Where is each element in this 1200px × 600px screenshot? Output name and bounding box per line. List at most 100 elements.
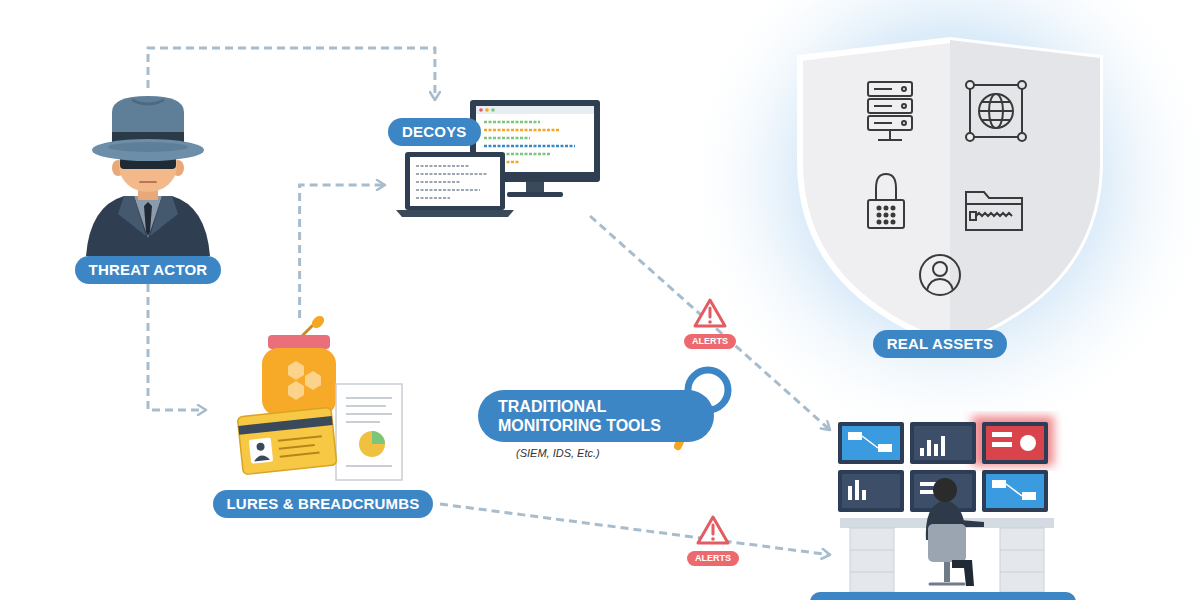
lock-icon-part — [868, 200, 904, 228]
document-part-part — [346, 397, 392, 399]
monitor-wall-part — [842, 474, 900, 508]
lock-icon-part — [885, 207, 888, 210]
node-label: DECOYS — [388, 118, 481, 146]
operator-part — [944, 562, 950, 582]
shield-glow-part — [680, 0, 1200, 450]
globe-icon-part — [966, 81, 974, 89]
shield — [800, 40, 1100, 345]
decoy-laptop — [396, 152, 514, 217]
user-icon-part — [927, 279, 953, 290]
threat-actor-figure-part — [132, 100, 164, 104]
threat-actor-figure-part — [86, 196, 210, 256]
decoys: DECOYS — [385, 100, 602, 216]
operator — [926, 478, 984, 586]
globe-icon-part — [966, 133, 974, 141]
monitor-wall-part-part — [1022, 492, 1036, 500]
threat-actor-figure-part — [92, 139, 204, 161]
id-card-part — [278, 436, 322, 441]
document-part — [336, 384, 402, 480]
lock-icon-part — [885, 214, 888, 217]
desk-part — [850, 550, 894, 551]
threat-actor-figure-part — [118, 196, 146, 236]
shield-part — [950, 40, 1100, 345]
user-icon — [920, 255, 960, 295]
document-part-part — [346, 405, 386, 407]
real-assets: REAL ASSETS — [800, 328, 1080, 360]
id-card-part — [279, 445, 315, 449]
warning-triangle — [698, 517, 728, 543]
globe-icon-part — [1018, 133, 1026, 141]
user-icon-part — [920, 255, 960, 295]
document-part — [372, 431, 385, 444]
decoy-laptop-part — [410, 157, 500, 206]
node-label: LURES & BREADCRUMBS — [213, 490, 434, 518]
id-card — [237, 407, 337, 475]
globe-icon-part — [982, 119, 1010, 121]
threat-actor-figure-part — [140, 181, 156, 183]
server-icon-part — [889, 130, 891, 140]
operator-part — [928, 524, 966, 562]
server-icon-part — [902, 104, 906, 108]
lock-icon-part — [878, 207, 881, 210]
monitoring-tools: TRADITIONAL MONITORING TOOLS(SIEM, IDS, … — [478, 390, 718, 476]
operator-part — [930, 583, 964, 586]
folder-icon-part — [966, 192, 1022, 230]
decoy-monitor-part-part — [484, 121, 540, 124]
folder-icon-part — [970, 212, 976, 220]
honey-jar — [262, 314, 336, 416]
lock-icon-part — [878, 221, 881, 224]
decoy-monitor-part — [476, 106, 594, 114]
shield-glow — [680, 0, 1200, 450]
decoy-monitor-part — [485, 108, 489, 112]
folder-icon — [966, 192, 1022, 230]
lock-icon-part — [876, 174, 896, 200]
honey-jar-part — [288, 381, 304, 400]
monitor-wall-part — [838, 470, 904, 512]
monitor-wall-part-part — [934, 444, 938, 456]
server-icon-part — [874, 105, 892, 107]
decoy-laptop-part — [396, 210, 514, 217]
document — [336, 384, 402, 480]
operations-center — [830, 415, 1062, 592]
threat-actor: THREAT ACTOR — [70, 88, 226, 284]
shield-part — [800, 40, 1100, 345]
server-icon-part — [902, 87, 906, 91]
lures-breadcrumbs: LURES & BREADCRUMBS — [206, 318, 440, 518]
monitor-wall-part-part — [862, 490, 866, 500]
honey-jar-part — [262, 348, 336, 416]
monitor-wall-part-part — [855, 480, 859, 500]
monitor-wall-part-part — [941, 436, 945, 456]
honey-jar-part — [288, 361, 304, 380]
cut-off-banner-part — [810, 592, 1076, 600]
server-icon-part — [878, 139, 902, 141]
dashed-connector — [148, 48, 435, 100]
lock-icon-part — [885, 221, 888, 224]
server-icon-part — [868, 99, 912, 113]
node-sublabel: (SIEM, IDS, Etc.) — [516, 446, 600, 460]
document-part-part — [346, 413, 392, 415]
server-icon-part — [868, 116, 912, 130]
user-icon-part — [933, 262, 947, 276]
warning-mark — [712, 525, 715, 534]
desk-part — [850, 572, 894, 573]
warning-mark — [711, 537, 715, 541]
document-part — [346, 398, 392, 466]
monitor-wall-part-part — [1020, 435, 1036, 451]
document-part-part — [346, 421, 380, 423]
server-icon — [868, 82, 912, 140]
honey-jar-part — [310, 314, 327, 331]
id-card-part — [238, 416, 332, 435]
decoy-monitor-part-part — [484, 145, 575, 148]
id-card-part — [254, 455, 270, 462]
node-label: THREAT ACTOR — [75, 256, 222, 284]
monitor-wall-part — [982, 470, 1048, 512]
edge-label: ALERTS — [687, 551, 739, 566]
globe-icon — [966, 81, 1026, 141]
warning-triangle — [695, 300, 725, 326]
globe-icon-part — [979, 110, 1013, 112]
edge-label: ALERTS — [684, 334, 736, 349]
decoy-monitor-part — [479, 108, 483, 112]
